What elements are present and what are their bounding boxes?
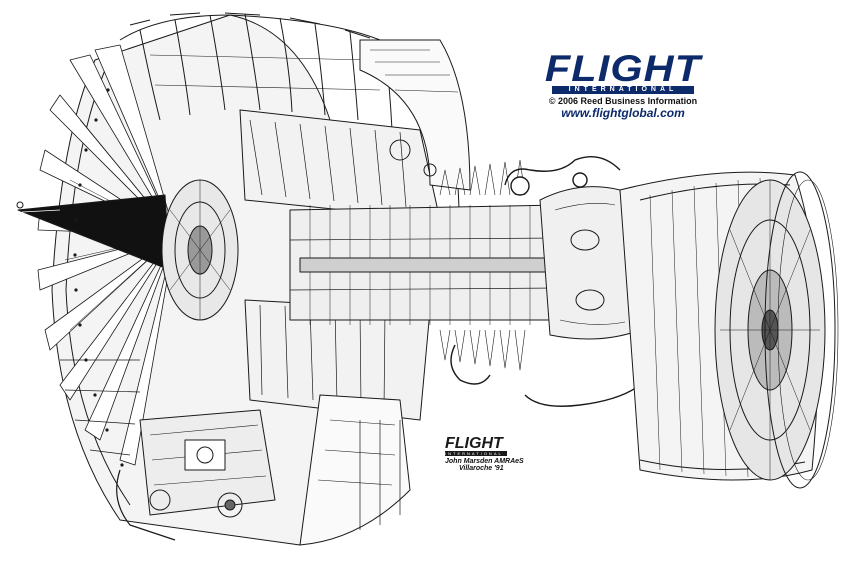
- turbine-disc: [714, 179, 826, 481]
- signature-wordmark: FLIGHT: [445, 435, 503, 452]
- brand-subtitle: INTERNATIONAL: [552, 86, 694, 94]
- external-pipes: [450, 156, 641, 407]
- fan-frame-panels: [299, 39, 471, 546]
- fan-hub: [161, 179, 239, 321]
- signature-subtitle: INTERNATIONAL: [445, 451, 507, 456]
- artist-signature: FLIGHT INTERNATIONAL John Marsden AMRAeS…: [445, 436, 535, 472]
- lower-cowl-ribs: [60, 359, 401, 530]
- website-url: www.flightglobal.com: [561, 106, 685, 120]
- artist-name: John Marsden AMRAeS: [445, 458, 524, 465]
- copyright-notice: © 2006 Reed Business Information: [548, 96, 698, 106]
- flight-international-logo: FLIGHT INTERNATIONAL © 2006 Reed Busines…: [545, 50, 700, 120]
- fan-case-bolts: [73, 88, 124, 467]
- exhaust-rim: [764, 171, 839, 489]
- upper-cowl-ribs: [139, 13, 393, 131]
- accessory-gearbox: [116, 409, 276, 541]
- compressor-stages: [439, 159, 526, 371]
- brand-wordmark: FLIGHT: [544, 48, 702, 89]
- artist-place: Villaroche '91: [459, 465, 504, 472]
